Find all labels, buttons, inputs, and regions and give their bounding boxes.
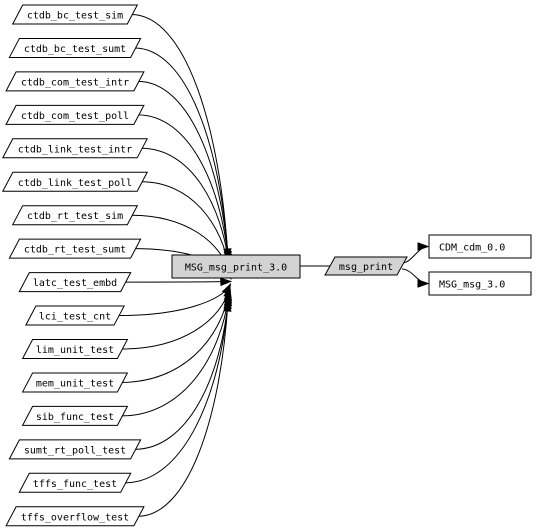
call-edge [121,286,231,350]
call-edge [137,80,230,265]
target-node-box [428,234,532,259]
arrow-head-icon [417,242,430,251]
caller-node[interactable]: sib_func_test [21,405,129,426]
caller-node-shape [21,372,129,393]
caller-node-label: ctdb_com_test_intr [21,77,129,88]
caller-node[interactable]: sumt_rt_poll_test [8,439,142,460]
caller-node-label: lim_unit_test [36,345,114,356]
caller-node-label: tffs_func_test [33,479,117,490]
call-edge [124,298,229,484]
call-edge [141,147,231,271]
caller-node[interactable]: ctdb_link_test_poll [1,171,149,192]
caller-node[interactable]: mem_unit_test [21,372,129,393]
caller-node-label: ctdb_rt_test_sim [27,211,123,222]
arrow-head-icon [220,277,233,287]
caller-node-label: mem_unit_test [36,378,114,389]
target-node-label: CDM_cdm_0.0 [439,243,505,254]
caller-node[interactable]: ctdb_link_test_intr [1,138,149,159]
caller-node[interactable]: ctdb_com_test_intr [5,71,145,92]
caller-node-label: ctdb_com_test_poll [21,111,129,122]
caller-node-label: ctdb_bc_test_sim [27,11,123,22]
caller-node-shape [1,138,149,159]
central-node[interactable]: MSG_msg_print_3.0 [171,254,301,279]
call-edge [131,14,229,260]
call-edge [121,289,231,383]
caller-node[interactable]: ctdb_com_test_poll [5,104,145,125]
call-edge [401,246,429,264]
middle-node-label: msg_print [339,262,393,273]
call-edge [137,114,230,268]
caller-node-shape [5,506,145,527]
caller-node-label: sib_func_test [36,412,114,423]
caller-node-shape [21,405,129,426]
target-node-box [428,271,532,296]
target-node-label: MSG_msg_3.0 [439,280,505,291]
caller-node[interactable]: ctdb_bc_test_sim [11,4,139,25]
caller-node-shape [21,339,129,359]
caller-node-label: ctdb_link_test_intr [18,144,132,155]
call-edge [401,268,429,284]
caller-node-shape [11,205,139,226]
call-edge [124,280,231,283]
arrow-head-icon [417,279,430,288]
caller-node-label: ctdb_link_test_poll [18,178,132,189]
caller-node-label: sumt_rt_poll_test [24,445,126,456]
caller-node[interactable]: lim_unit_test [21,339,129,359]
caller-node[interactable]: tffs_overflow_test [5,506,145,527]
caller-node-shape [18,272,132,293]
caller-node[interactable]: tffs_func_test [18,472,132,493]
caller-node-label: latc_test_embd [33,278,117,289]
middle-node[interactable]: msg_print [324,256,408,276]
caller-node[interactable]: lci_test_cnt [25,305,125,326]
call-edge [134,47,229,262]
caller-node[interactable]: ctdb_rt_test_sim [11,205,139,226]
arrow-head-icon [223,299,232,312]
caller-node-label: tffs_overflow_test [21,512,129,523]
caller-node-shape [11,4,139,25]
caller-node-shape [8,37,142,58]
call-edge [118,283,231,317]
nodes-layer: ctdb_bc_test_sim ctdb_bc_test_sumt ctdb_co… [1,4,532,527]
call-edge [121,292,230,417]
caller-node-shape [18,472,132,493]
caller-node-shape [5,104,145,125]
caller-node-shape [8,439,142,460]
caller-node-shape [1,171,149,192]
central-node-box [171,254,301,279]
caller-node-label: ctdb_bc_test_sumt [24,44,126,55]
target-node[interactable]: CDM_cdm_0.0 [428,234,532,259]
caller-node-shape [5,71,145,92]
target-node[interactable]: MSG_msg_3.0 [428,271,532,296]
caller-node[interactable]: ctdb_bc_test_sumt [8,37,142,58]
caller-node[interactable]: ctdb_rt_test_sumt [8,238,142,259]
caller-node-label: lci_test_cnt [39,312,111,323]
call-edge [134,295,230,450]
middle-node-shape [324,256,408,276]
central-node-label: MSG_msg_print_3.0 [185,263,287,274]
caller-node[interactable]: latc_test_embd [18,272,132,293]
caller-node-label: ctdb_rt_test_sumt [24,245,126,256]
caller-node-shape [25,305,125,326]
call-edge [137,300,229,517]
caller-node-shape [8,238,142,259]
